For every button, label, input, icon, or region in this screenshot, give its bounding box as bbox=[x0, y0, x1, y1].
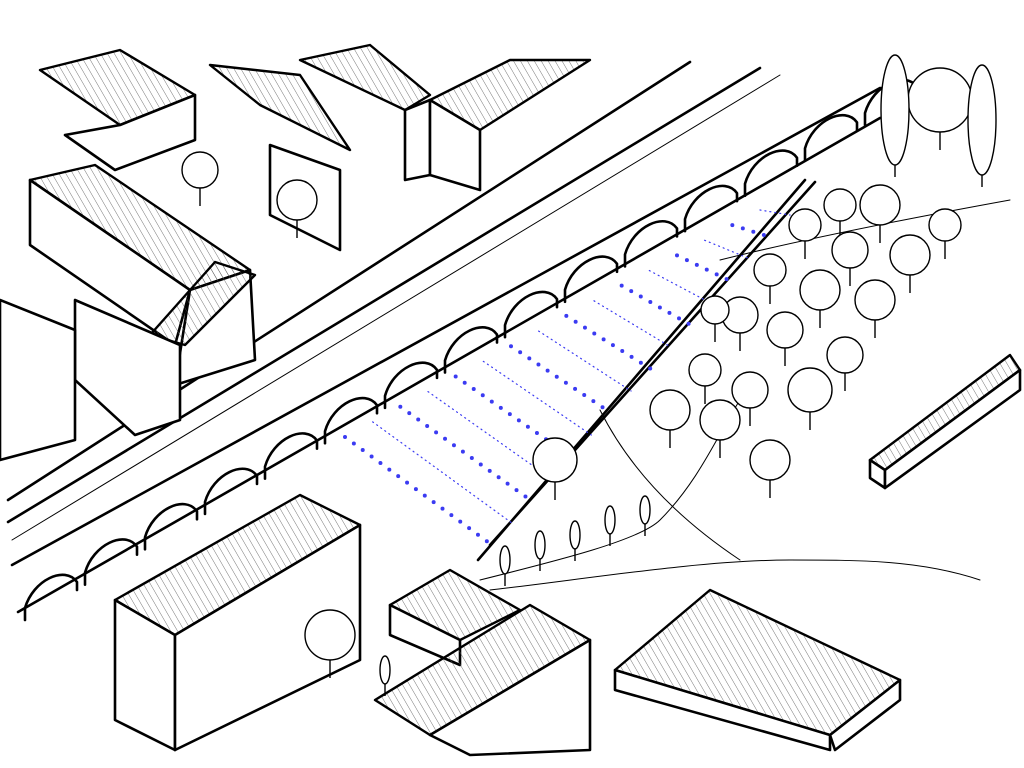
dotted-line-thin bbox=[372, 421, 513, 524]
tree bbox=[799, 269, 841, 328]
building-bottom-left bbox=[113, 493, 362, 752]
tree bbox=[831, 231, 869, 286]
tree bbox=[766, 311, 804, 366]
dotted-line-thin bbox=[648, 269, 712, 304]
dotted-line-thin bbox=[593, 300, 672, 348]
tree bbox=[688, 353, 722, 404]
cypress-tree bbox=[379, 655, 391, 696]
building-top-left bbox=[0, 43, 592, 462]
tree bbox=[859, 184, 901, 243]
tree bbox=[823, 188, 857, 239]
arch bbox=[743, 149, 799, 198]
dotted-line-bold bbox=[675, 253, 733, 283]
tree bbox=[788, 208, 822, 259]
dotted-line-bold bbox=[619, 283, 693, 327]
tree bbox=[854, 279, 896, 338]
shed-right bbox=[868, 353, 1022, 490]
building-bottom-center bbox=[373, 568, 592, 757]
dotted-line-bold bbox=[730, 223, 773, 239]
tree bbox=[532, 437, 578, 500]
tree bbox=[787, 367, 833, 430]
dotted-line-bold bbox=[398, 404, 534, 503]
dotted-line-bold bbox=[564, 313, 653, 371]
cypress-tree bbox=[880, 54, 910, 177]
dotted-line-thin bbox=[427, 391, 553, 480]
tree bbox=[276, 179, 318, 238]
tree bbox=[753, 253, 787, 304]
tree bbox=[699, 399, 741, 458]
arch bbox=[203, 467, 259, 516]
arch bbox=[563, 255, 619, 304]
trees bbox=[181, 54, 997, 696]
dotted-line-thin bbox=[538, 330, 632, 392]
tree bbox=[889, 234, 931, 293]
arch bbox=[503, 290, 559, 339]
arch bbox=[263, 432, 319, 480]
arch bbox=[383, 361, 439, 410]
tree bbox=[731, 371, 769, 426]
dotted-line-bold bbox=[453, 374, 574, 459]
cypress-tree bbox=[604, 505, 616, 546]
tree bbox=[907, 67, 973, 150]
cypress-tree bbox=[967, 64, 997, 187]
tree bbox=[749, 439, 791, 498]
cypress-tree bbox=[499, 545, 511, 586]
arch bbox=[803, 113, 859, 162]
dotted-line-thin bbox=[482, 360, 592, 436]
dotted-line-bold bbox=[343, 435, 494, 547]
viaduct-arches bbox=[23, 78, 919, 622]
arch bbox=[83, 538, 139, 586]
tree bbox=[304, 609, 356, 678]
tree bbox=[826, 336, 864, 391]
arch bbox=[683, 184, 739, 233]
tree bbox=[181, 151, 219, 206]
arch bbox=[623, 219, 679, 268]
cypress-tree bbox=[639, 495, 651, 536]
tree bbox=[928, 208, 962, 259]
arch bbox=[443, 326, 499, 374]
dotted-line-thin bbox=[704, 239, 751, 260]
viaduct-deck bbox=[6, 60, 882, 614]
arch bbox=[323, 396, 379, 445]
plaza-dotted-lines bbox=[343, 209, 791, 547]
arch bbox=[143, 502, 199, 551]
cypress-tree bbox=[534, 530, 546, 571]
plaza-edge-wall bbox=[476, 178, 817, 562]
tree bbox=[700, 295, 730, 342]
building-bottom-right bbox=[613, 588, 902, 752]
arch bbox=[23, 573, 79, 622]
tree bbox=[649, 389, 691, 448]
dotted-line-bold bbox=[509, 344, 614, 415]
dotted-line-thin bbox=[759, 209, 791, 216]
cypress-tree bbox=[569, 520, 581, 561]
